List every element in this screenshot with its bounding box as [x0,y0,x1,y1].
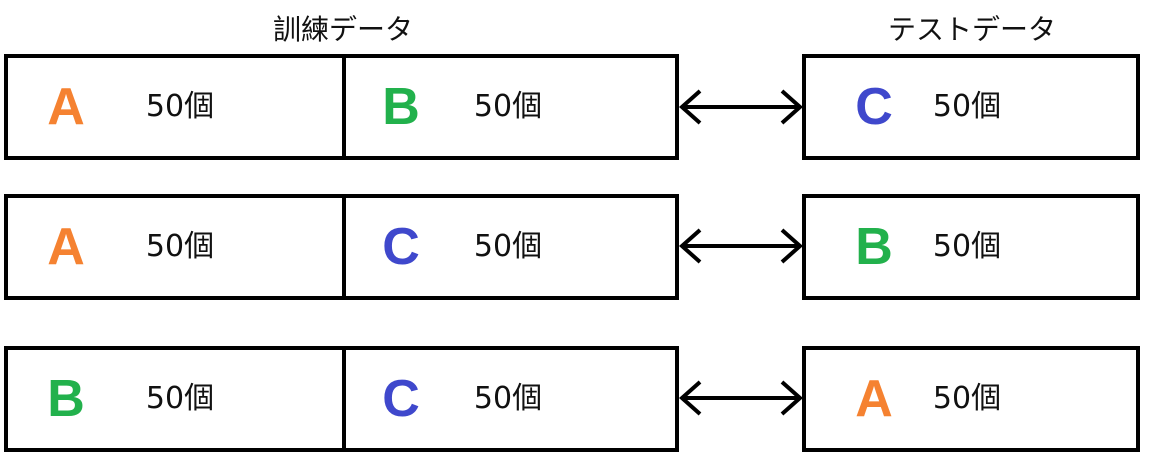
training-group-label: B [47,370,85,428]
training-group-label: A [47,78,85,136]
test-group-count: 50個 [932,89,1002,124]
test-group-label: A [855,370,893,428]
training-group-count: 50個 [473,229,543,264]
test-data-box-1: C 50個 [802,54,1140,160]
test-group-count: 50個 [932,229,1002,264]
test-group-label: B [855,218,893,276]
test-data-box-2: B 50個 [802,194,1140,300]
training-group-count: 50個 [145,229,215,264]
test-group-count: 50個 [932,381,1002,416]
training-data-box-2: A 50個 C 50個 [4,194,679,300]
training-group-label: B [382,78,420,136]
training-group-count: 50個 [145,381,215,416]
training-group-count: 50個 [473,381,543,416]
double-arrow-icon [676,87,806,127]
training-data-header: 訓練データ [272,13,414,46]
training-group-label: C [382,218,420,276]
training-data-box-3: B 50個 C 50個 [4,346,679,452]
test-data-box-3: A 50個 [802,346,1140,452]
training-group-count: 50個 [145,89,215,124]
training-data-box-1: A 50個 B 50個 [4,54,679,160]
test-data-header: テストデータ [887,13,1057,46]
double-arrow-icon [676,378,806,418]
box-divider [342,198,346,296]
box-divider [342,350,346,448]
training-group-count: 50個 [473,89,543,124]
box-divider [342,58,346,156]
test-group-label: C [855,78,893,136]
training-group-label: A [47,218,85,276]
training-group-label: C [382,370,420,428]
double-arrow-icon [676,226,806,266]
